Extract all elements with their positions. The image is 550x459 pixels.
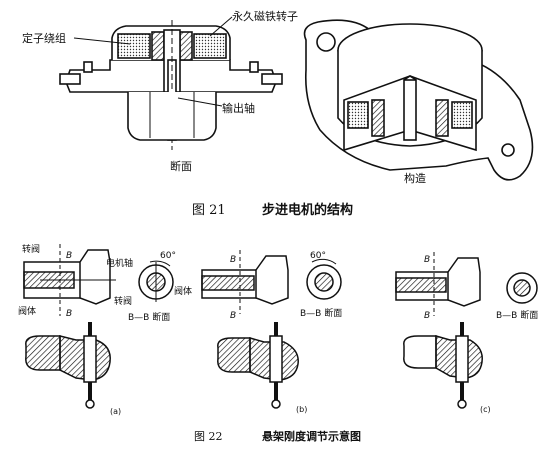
- label-bb-section-b: B—B 断面: [300, 307, 342, 319]
- bb-section-c: [506, 272, 538, 304]
- label-b-a-top: B: [66, 251, 72, 261]
- fig21-caption-number: 图 21: [192, 203, 226, 218]
- label-valve-body-a2: 阀体: [174, 285, 192, 297]
- label-b-a-bottom: B: [66, 309, 72, 319]
- label-stator-winding: 定子绕组: [22, 31, 66, 45]
- label-b-c-bottom: B: [424, 311, 430, 321]
- valve-assembly-b: [201, 250, 289, 314]
- label-sub-b: (b): [296, 405, 307, 414]
- label-section: 断面: [170, 159, 192, 173]
- label-rotary-valve-a: 转阀: [22, 243, 40, 255]
- label-sub-c: (c): [480, 405, 491, 414]
- label-angle-b: 60°: [310, 251, 326, 261]
- valve-assembly-c: [395, 252, 481, 316]
- valve-assembly-a: [23, 244, 116, 316]
- label-b-b-bottom: B: [230, 311, 236, 321]
- label-valve-body-a: 阀体: [18, 305, 36, 317]
- shock-absorber-b: [217, 322, 299, 409]
- section-leader-lines: [73, 16, 233, 107]
- label-b-b-top: B: [230, 255, 236, 265]
- label-b-c-top: B: [424, 255, 430, 265]
- label-sub-a: (a): [110, 407, 121, 416]
- label-output-shaft: 输出轴: [222, 101, 255, 115]
- label-motor-shaft: 电机轴: [106, 257, 133, 269]
- label-angle-a: 60°: [160, 251, 176, 261]
- shock-absorber-a: [25, 322, 111, 409]
- stepper-motor-cutaway-drawing: [303, 19, 534, 181]
- bb-section-a: [138, 260, 174, 302]
- fig22-caption-title: 悬架刚度调节示意图: [261, 429, 361, 443]
- label-construction: 构造: [404, 171, 426, 185]
- label-pm-rotor: 永久磁铁转子: [232, 9, 298, 23]
- bb-section-b: [306, 258, 342, 300]
- stepper-motor-section-drawing: [59, 20, 283, 150]
- fig21-caption-title: 步进电机的结构: [262, 202, 353, 218]
- shock-absorber-c: [403, 322, 483, 409]
- fig22-caption-number: 图 22: [194, 430, 223, 443]
- label-bb-section-a: B—B 断面: [128, 311, 170, 323]
- label-bb-section-c: B—B 断面: [496, 309, 538, 321]
- label-rotary-valve-a2: 转阀: [114, 295, 132, 307]
